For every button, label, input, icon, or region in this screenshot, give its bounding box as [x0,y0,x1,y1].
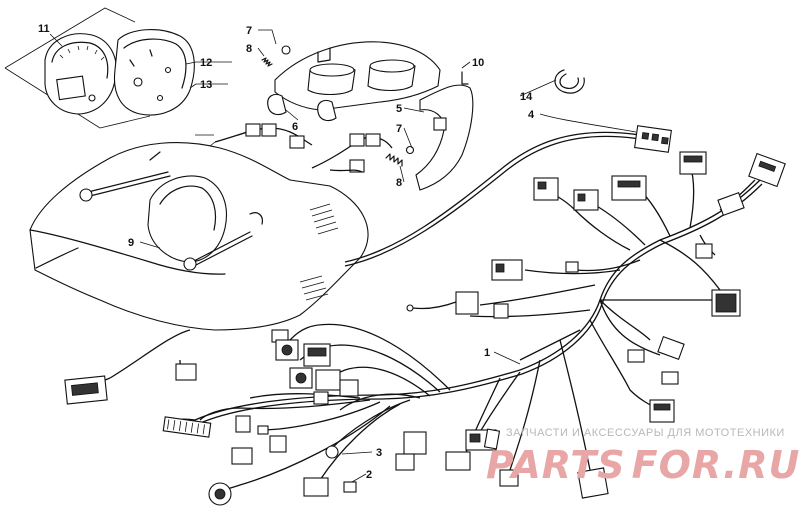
connector-m2 [565,261,579,273]
callout-5: 5 [396,103,402,115]
watermark-logo-part1: PARTS [486,443,626,487]
callout-14: 14 [520,91,533,103]
connector-b5 [403,431,427,455]
callout-labels: 11 12 13 7 8 6 5 7 8 10 14 4 9 1 3 2 [38,23,535,481]
bracket-plate [274,41,441,111]
connector-b10 [235,415,251,433]
boot-right [317,99,337,122]
gauge-housing [113,29,195,116]
connector-tr7 [695,243,713,259]
connector-tr2 [748,152,786,188]
connector-tr3 [611,175,647,201]
connector-c5 [315,369,341,391]
connector-flat [162,416,212,438]
callout-7-lower: 7 [396,123,402,135]
connector-c7 [313,391,329,405]
connector-b8 [231,447,253,465]
dash-fairing [29,131,641,331]
connector-m3 [455,291,479,315]
connector-b4 [445,451,471,471]
callout-8-top: 8 [246,43,252,55]
connector-r2 [627,349,645,363]
boot-left [267,93,287,116]
callout-1: 1 [484,347,490,359]
connector-r5 [649,399,675,423]
spring-lower [385,153,403,167]
connector-tr6 [717,192,745,216]
leader-lines [49,29,637,483]
connector-m4 [493,303,509,319]
snap-ring [554,69,585,94]
connector-b6 [395,453,415,471]
connector-2 [343,481,357,493]
gauge-opening [147,175,227,263]
watermark-tagline: ЗАПЧАСТИ И АКСЕССУАРЫ ДЛЯ МОТОТЕХНИКИ [506,427,785,439]
callout-12: 12 [200,57,212,69]
bolt-lower [183,257,197,271]
connector-r4 [661,371,679,385]
connector-r3 [657,336,685,360]
connector-b2 [499,469,519,487]
callout-7-top: 7 [246,25,252,37]
callout-9: 9 [128,237,134,249]
grommet-3 [325,445,339,459]
callout-10: 10 [472,57,484,69]
gauge-display [56,75,86,101]
connector-c6 [339,379,359,397]
bolt-upper [79,188,93,202]
gauge-assembly [4,7,232,129]
screw-lower [405,145,415,155]
spring-top [261,57,273,67]
connector-b7 [303,477,329,497]
connector-left-small [175,363,197,381]
gauge-face [44,33,117,115]
callout-8-lower: 8 [396,177,402,189]
connector-b1 [577,467,609,499]
callout-3: 3 [376,447,382,459]
connector-tr1 [679,151,707,175]
relay-cover [415,84,474,191]
callout-11: 11 [38,23,50,35]
connector-tr5 [573,189,599,211]
harness-connectors [64,125,786,506]
watermark-logo-part2: FOR.RU [632,443,800,487]
screw-top [281,45,291,55]
callout-13: 13 [200,79,212,91]
callout-2: 2 [366,469,372,481]
connector-b9 [269,435,287,453]
watermark: ЗАПЧАСТИ И АКСЕССУАРЫ ДЛЯ МОТОТЕХНИКИ PA… [486,427,800,487]
callout-6: 6 [292,121,298,133]
upper-bracket-assembly [195,41,474,191]
callout-4: 4 [528,109,535,121]
